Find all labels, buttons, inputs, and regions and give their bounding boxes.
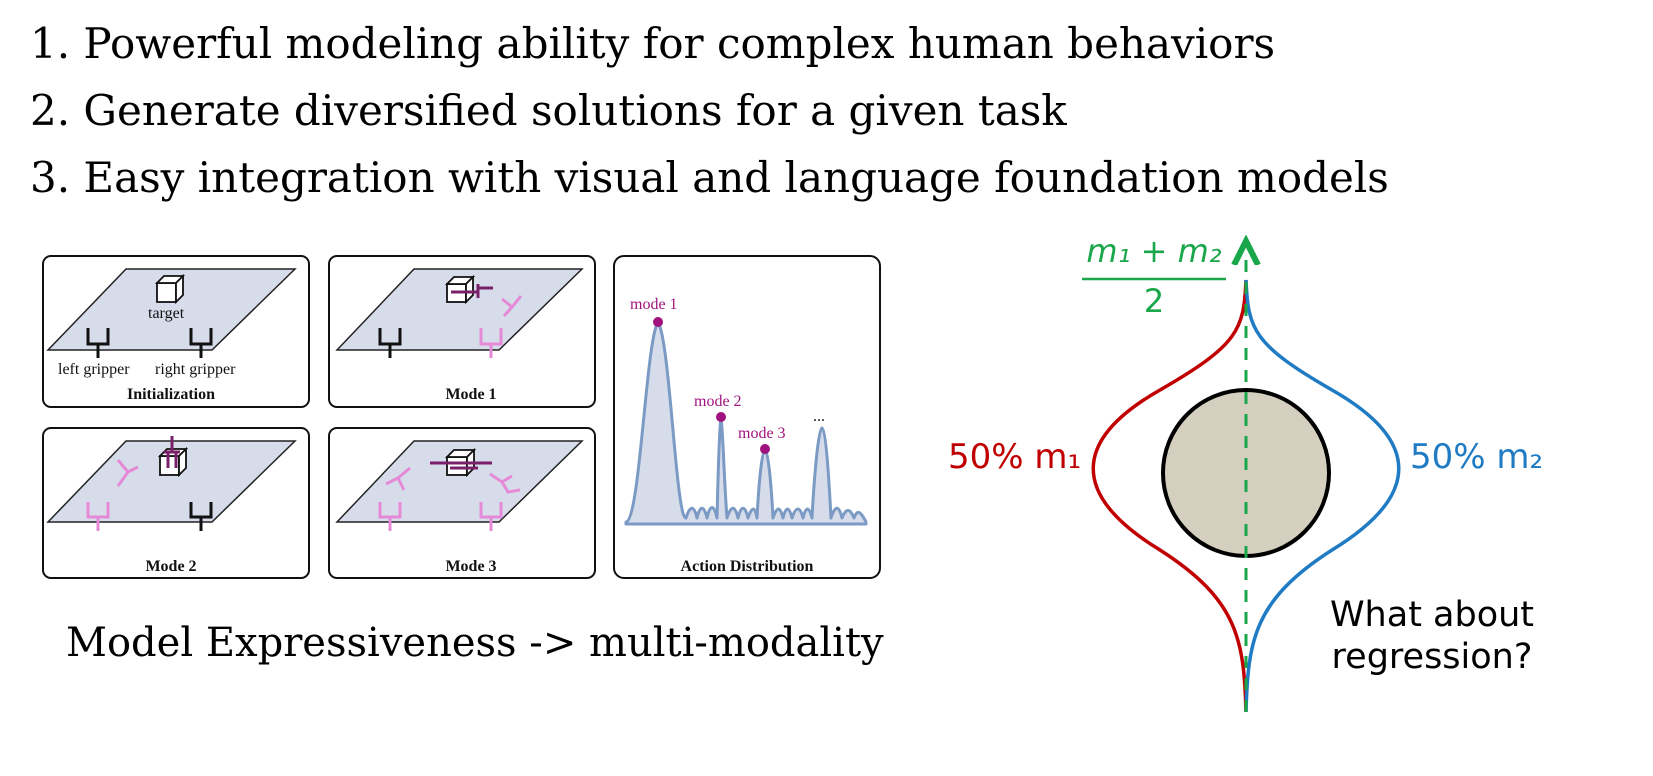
question-line-2: regression?: [1332, 637, 1533, 677]
panel-title-mode-3: Mode 3: [445, 558, 496, 575]
target-label: target: [148, 305, 185, 322]
panel-mode-2: Mode 2: [42, 427, 310, 579]
mode-2-label: mode 2: [694, 393, 742, 410]
bullet-2: 2. Generate diversified solutions for a …: [30, 86, 1067, 135]
rotated-pink-gripper-icon: [116, 459, 139, 487]
rotated-pink-gripper-icon: [385, 466, 411, 491]
grasping-gripper-icon: [451, 284, 493, 298]
mode-1-peak-marker: [653, 317, 663, 327]
pink-gripper-icon: [86, 502, 110, 531]
mean-denominator: 2: [1144, 282, 1164, 320]
left-gripper-label: left gripper: [58, 361, 130, 378]
left-gripper-icon: [378, 328, 402, 358]
question-line-1: What about: [1330, 595, 1534, 635]
vertical-gripper-icon: [164, 436, 180, 468]
bullet-list: 1. Powerful modeling ability for complex…: [30, 10, 1389, 211]
right-gripper-icon: [189, 502, 213, 531]
panel-title-mode-1: Mode 1: [445, 386, 496, 403]
red-trajectory: [1091, 279, 1248, 713]
target-cube-icon: [444, 274, 476, 305]
rotated-pink-gripper-icon: [489, 472, 521, 494]
mode-2-peak-marker: [716, 412, 726, 422]
right-mode-label: 50% m₂: [1410, 437, 1543, 477]
regression-diagram: m₁ + m₂ 2 50% m₁ 50% m₂ What about regre…: [948, 232, 1543, 713]
panel-action-distribution: mode 1 mode 2 mode 3 ... Action Distribu…: [613, 255, 881, 579]
right-gripper-icon: [189, 328, 213, 358]
left-mode-label: 50% m₁: [948, 437, 1081, 477]
panel-title-mode-2: Mode 2: [145, 558, 196, 575]
more-modes-ellipsis: ...: [813, 408, 825, 425]
mode-3-peak-marker: [760, 444, 770, 454]
distribution-curve: [624, 320, 868, 526]
table-plane: [46, 268, 297, 351]
pink-gripper-icon: [479, 328, 503, 358]
horizontal-gripper-icon: [430, 461, 492, 470]
bullet-3: 3. Easy integration with visual and lang…: [30, 153, 1389, 202]
pink-gripper-icon: [479, 502, 503, 531]
pink-gripper-icon: [378, 502, 402, 531]
panel-mode-1: Mode 1: [328, 255, 596, 408]
bullet-1: 1. Powerful modeling ability for complex…: [30, 19, 1276, 68]
mode-1-label: mode 1: [630, 296, 678, 313]
panel-title-initialization: Initialization: [127, 386, 215, 403]
rotated-pink-gripper-icon: [501, 295, 523, 317]
left-gripper-icon: [86, 328, 110, 358]
right-gripper-label: right gripper: [155, 361, 236, 378]
mode-3-label: mode 3: [738, 425, 786, 442]
mean-numerator: m₁ + m₂: [1086, 232, 1221, 270]
target-cube-icon: [154, 273, 186, 305]
panel-initialization: target left gripper right gripper Initia…: [42, 255, 310, 408]
panel-mode-3: Mode 3: [328, 427, 596, 579]
panel-title-action-distribution: Action Distribution: [681, 558, 814, 575]
blue-trajectory: [1244, 279, 1401, 713]
figure-caption: Model Expressiveness -> multi-modality: [66, 620, 884, 666]
